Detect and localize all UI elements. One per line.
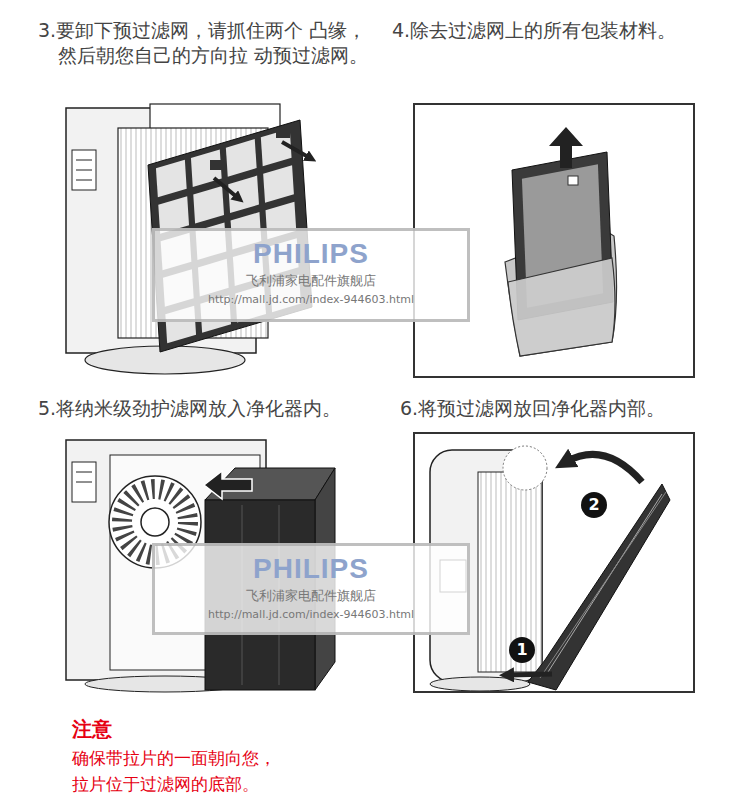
watermark-text: 飞利浦家电配件旗舰店 xyxy=(155,586,467,606)
step-panel: 3.要卸下预过滤网，请抓住两个 凸缘，然后朝您自己的方向拉 动预过滤网。 xyxy=(38,18,383,380)
step-caption: 6.将预过滤网放回净化器内部。 xyxy=(400,396,700,421)
step-caption: 5.将纳米级劲护滤网放入净化器内。 xyxy=(38,396,383,421)
step-caption: 4.除去过滤网上的所有包装材料。 xyxy=(392,18,702,43)
watermark-box: PHILIPS飞利浦家电配件旗舰店http://mall.jd.com/inde… xyxy=(152,228,470,322)
panel-unpack-filter xyxy=(505,127,617,356)
callout-number: 1 xyxy=(509,637,535,663)
step-panel: 4.除去过滤网上的所有包装材料。 xyxy=(392,18,702,380)
watermark-text: http://mall.jd.com/index-944603.html xyxy=(155,291,467,309)
watermark-text: PHILIPS xyxy=(155,231,467,271)
watermark-text: PHILIPS xyxy=(155,546,467,586)
note-text: 确保带拉片的一面朝向您， 拉片位于过滤网的底部。 xyxy=(72,745,312,797)
callout-number: 2 xyxy=(581,492,607,518)
watermark-box: PHILIPS飞利浦家电配件旗舰店http://mall.jd.com/inde… xyxy=(152,543,470,635)
watermark-text: 飞利浦家电配件旗舰店 xyxy=(155,271,467,291)
note-title: 注意 xyxy=(72,716,112,743)
watermark-text: http://mall.jd.com/index-944603.html xyxy=(155,606,467,624)
step-caption: 3.要卸下预过滤网，请抓住两个 凸缘，然后朝您自己的方向拉 动预过滤网。 xyxy=(38,18,383,68)
